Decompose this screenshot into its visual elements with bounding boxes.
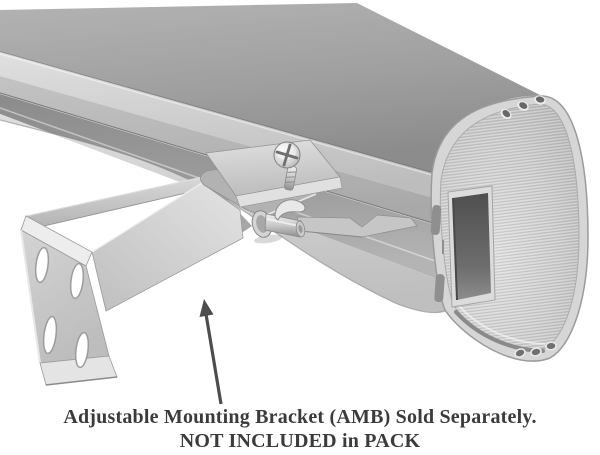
annotation-arrow [199,299,223,405]
mounting-slots [34,246,90,369]
top-surface [0,3,542,173]
caption-line-1: Adjustable Mounting Bracket (AMB) Sold S… [63,406,537,428]
wing-bolt [251,199,306,244]
vent-hole [519,102,528,109]
bracket-arm [91,182,244,312]
bottom-slot-highlight [457,304,546,345]
arrow-head [199,299,214,317]
vent-holes-bottom [514,341,557,358]
cavity-hole [453,193,491,300]
vent-hole [515,349,525,357]
ridge-shadow [0,51,433,173]
vent-hole [531,348,541,356]
rail-end-cap [430,95,589,362]
mounting-slot [42,315,58,355]
ridge-highlight [0,53,433,176]
phillips-slot [275,143,299,167]
vent-holes-top [500,95,546,120]
arm-top-highlight [91,182,203,253]
bolt-shaft-shine [266,218,300,227]
arrow-shaft [204,313,223,405]
caption: Adjustable Mounting Bracket (AMB) Sold S… [0,405,600,453]
wing-lever [274,199,306,221]
bottom-flange-edge [45,376,118,386]
rail-top-surface [0,3,542,176]
phillips-screw [273,141,301,191]
mounting-bracket [20,139,418,386]
mounting-slot [34,246,50,284]
groove-notch-lower [434,274,445,303]
vent-hole [502,110,511,118]
wall-plate-bend-highlight [20,229,41,364]
clamp-plate [205,139,343,208]
end-cap-cavity [447,185,496,308]
mounting-slot [74,331,90,369]
clamp-hook-shadow [299,230,363,238]
caption-line-2: NOT INCLUDED in PACK [179,430,421,452]
vent-hole [535,96,545,103]
bottom-lip-band [0,114,445,313]
mounting-slot [69,262,85,300]
wall-plate [20,215,118,386]
groove-notches [430,204,445,303]
bolt-tip-center [298,225,303,233]
clamp-bevel [235,176,343,208]
groove-notch-upper [430,204,442,236]
cavity-left-wall [452,197,458,301]
top-bar-highlight [25,174,213,217]
vent-hole [546,342,556,350]
